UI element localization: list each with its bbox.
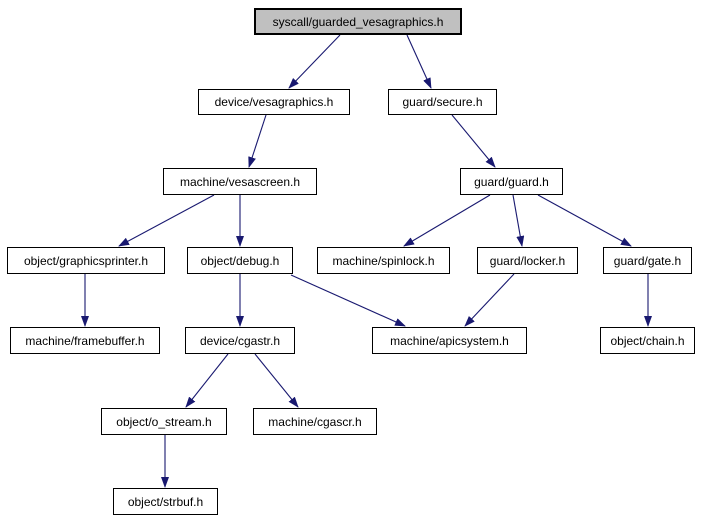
graph-node-vesascreen[interactable]: machine/vesascreen.h — [163, 168, 317, 195]
edge-cgastr-to-cgascr — [254, 353, 299, 408]
graph-node-cgastr[interactable]: device/cgastr.h — [185, 327, 295, 354]
edge-locker-to-apicsystem — [464, 273, 515, 327]
edge-secure-to-guard — [451, 114, 496, 168]
graph-node-framebuffer[interactable]: machine/framebuffer.h — [10, 327, 160, 354]
graph-node-locker[interactable]: guard/locker.h — [477, 247, 578, 274]
graph-node-guard[interactable]: guard/guard.h — [460, 168, 563, 195]
edge-guard-to-locker — [512, 194, 525, 247]
graph-node-chain[interactable]: object/chain.h — [600, 327, 695, 354]
graph-node-apicsystem[interactable]: machine/apicsystem.h — [372, 327, 527, 354]
graph-node-guarded_vesagraphics: syscall/guarded_vesagraphics.h — [254, 8, 462, 35]
edge-debug-to-apicsystem — [290, 274, 406, 327]
edge-guarded_vesagraphics-to-vesagraphics — [288, 34, 341, 89]
edge-guard-to-gate — [537, 194, 632, 247]
graph-node-spinlock[interactable]: machine/spinlock.h — [317, 247, 450, 274]
graph-node-debug[interactable]: object/debug.h — [187, 247, 293, 274]
edge-vesagraphics-to-vesascreen — [248, 114, 267, 168]
graph-node-strbuf[interactable]: object/strbuf.h — [113, 488, 218, 515]
edge-guarded_vesagraphics-to-secure — [406, 34, 432, 89]
graph-node-vesagraphics[interactable]: device/vesagraphics.h — [198, 89, 350, 115]
graph-node-secure[interactable]: guard/secure.h — [388, 89, 497, 115]
edge-guard-to-spinlock — [403, 194, 491, 247]
edge-vesascreen-to-graphicsprinter — [118, 194, 215, 247]
graph-node-graphicsprinter[interactable]: object/graphicsprinter.h — [7, 247, 165, 274]
graph-node-o_stream[interactable]: object/o_stream.h — [101, 408, 227, 435]
graph-node-cgascr[interactable]: machine/cgascr.h — [253, 408, 377, 435]
graph-node-gate[interactable]: guard/gate.h — [603, 247, 692, 274]
edge-cgastr-to-o_stream — [185, 353, 229, 408]
